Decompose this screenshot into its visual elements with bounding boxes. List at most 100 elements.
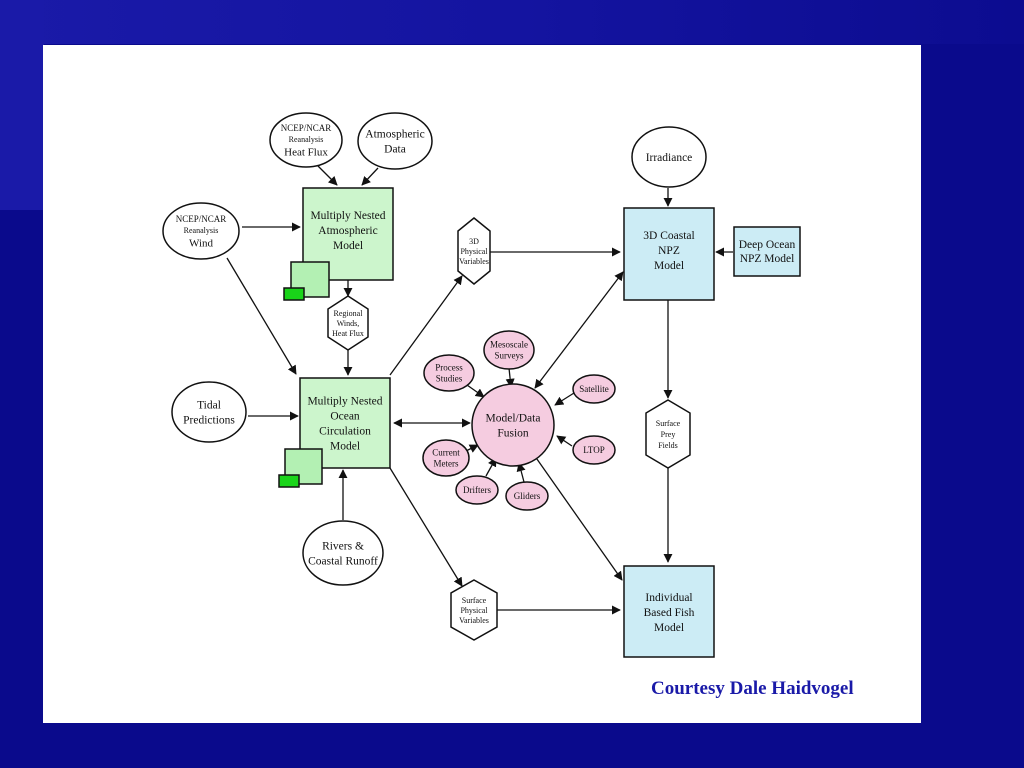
label-line: Prey	[661, 430, 676, 439]
label-line: Multiply Nested	[307, 396, 382, 408]
nested-inner-box-ocean	[278, 474, 300, 488]
label-line: Variables	[459, 257, 489, 266]
label-line: Winds,	[337, 319, 360, 328]
label-line: Fields	[658, 441, 678, 450]
label-irradiance: Irradiance	[646, 152, 693, 164]
label-line: Ocean	[330, 411, 360, 423]
node-atmospheric-data	[357, 112, 433, 170]
label-line: Model	[333, 240, 363, 252]
arrow-heatflux-to-atm	[317, 165, 338, 186]
label-line: Drifters	[463, 485, 491, 495]
label-line: Multiply Nested	[310, 210, 385, 222]
label-line: 3D Coastal	[643, 230, 694, 242]
label-line: Model	[654, 260, 684, 272]
arrow-satellite-to-fusion	[554, 392, 575, 406]
arrow-process-to-fusion	[466, 384, 485, 398]
label-line: Atmospheric	[318, 225, 377, 237]
label-line: Data	[384, 144, 406, 156]
label-gliders: Gliders	[514, 491, 541, 501]
label-line: NCEP/NCAR	[176, 214, 227, 224]
label-line: Physical	[460, 606, 488, 615]
node-surface-physical	[450, 579, 498, 641]
arrow-fusion-npz	[534, 271, 624, 389]
node-fish-model	[623, 565, 715, 658]
label-line: 3D	[469, 237, 479, 246]
node-deep-ocean	[733, 226, 801, 277]
node-regional-winds	[327, 295, 369, 351]
node-current-meters	[422, 439, 470, 477]
label-ltop: LTOP	[583, 445, 605, 455]
label-line: Heat Flux	[284, 146, 328, 158]
label-line: NPZ	[658, 245, 680, 257]
label-line: LTOP	[583, 445, 605, 455]
node-gliders	[505, 481, 549, 511]
label-line: Studies	[436, 374, 463, 384]
label-line: Wind	[189, 237, 213, 249]
node-3d-physical	[457, 217, 491, 285]
node-irradiance	[631, 126, 707, 188]
label-line: Atmospheric	[365, 129, 424, 141]
arrow-ocean-to-surfphys	[389, 467, 463, 587]
label-line: Coastal Runoff	[308, 556, 378, 568]
arrow-atmdata-to-atm	[361, 167, 379, 186]
label-line: Circulation	[319, 426, 371, 438]
label-line: Model	[654, 622, 684, 634]
node-coastal-npz	[623, 207, 715, 301]
label-drifters: Drifters	[463, 485, 491, 495]
label-line: Variables	[459, 616, 489, 625]
label-line: Surface	[656, 419, 681, 428]
label-line: NCEP/NCAR	[281, 123, 332, 133]
arrows	[226, 165, 733, 615]
label-line: Surveys	[495, 351, 524, 361]
label-line: Reanalysis	[289, 135, 324, 144]
label-line: Tidal	[197, 400, 221, 412]
node-fusion	[471, 383, 555, 467]
node-ltop	[572, 435, 616, 465]
label-line: Mesoscale	[490, 340, 528, 350]
node-ncep-heatflux	[269, 112, 343, 168]
label-line: Model	[330, 441, 360, 453]
label-line: Regional	[334, 309, 364, 318]
label-line: Physical	[460, 247, 488, 256]
node-process	[423, 354, 475, 392]
arrow-meters-to-fusion	[465, 444, 479, 453]
arrow-wind-to-ocean	[226, 257, 297, 375]
label-line: Satellite	[579, 384, 609, 394]
node-drifters	[455, 475, 499, 505]
node-tidal	[171, 381, 247, 443]
label-line: Current	[432, 448, 460, 458]
label-line: Reanalysis	[184, 226, 219, 235]
node-ncep-wind	[162, 202, 240, 260]
background-left-band	[0, 0, 44, 210]
label-line: Irradiance	[646, 152, 693, 164]
node-mesoscale	[483, 330, 535, 370]
label-line: Predictions	[183, 415, 235, 427]
label-line: Meters	[434, 459, 459, 469]
label-rivers: Rivers &Coastal Runoff	[308, 541, 378, 568]
arrow-ocean-to-3dphys	[389, 275, 463, 376]
label-line: Model/Data	[486, 413, 541, 425]
nested-box-ocean	[284, 448, 323, 485]
credit-text: Courtesy Dale Haidvogel	[651, 678, 854, 699]
node-rivers	[302, 520, 384, 586]
arrow-fusion-fish	[531, 451, 623, 581]
label-satellite: Satellite	[579, 384, 609, 394]
